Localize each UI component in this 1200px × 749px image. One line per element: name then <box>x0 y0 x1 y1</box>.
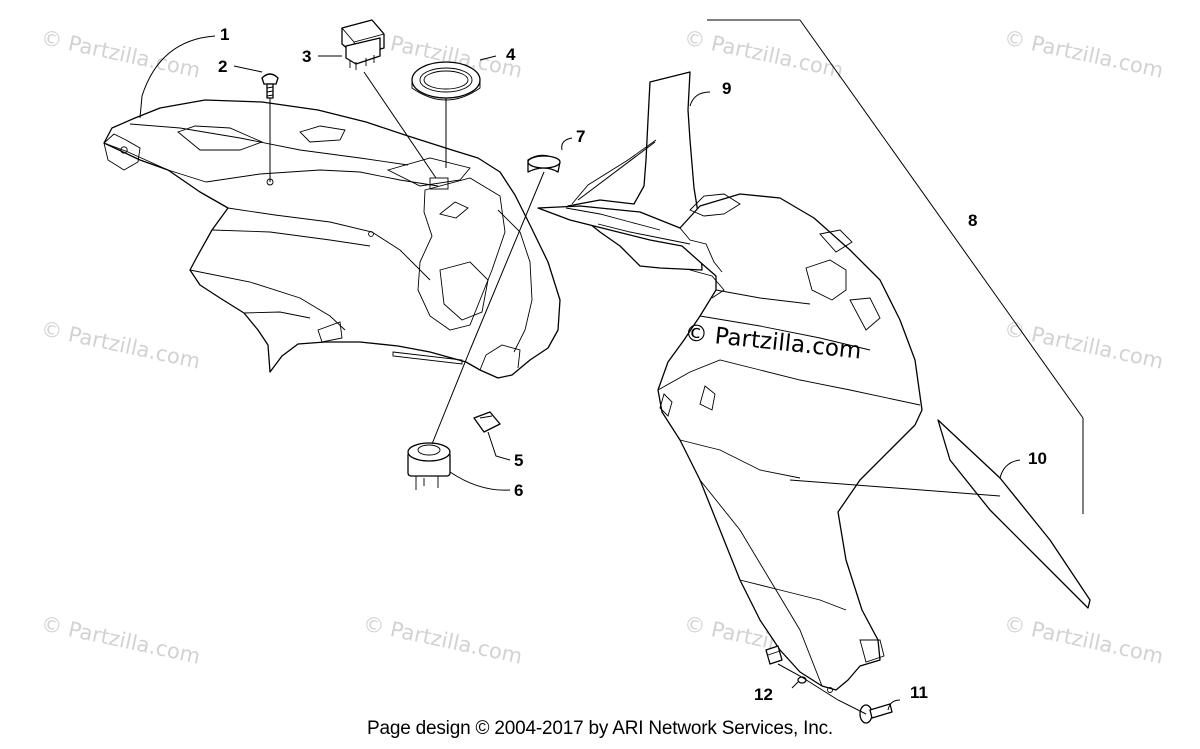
watermark: © Partzilla.com <box>682 25 846 82</box>
callout-9[interactable]: 9 <box>722 79 731 98</box>
trim-strip-part-10[interactable] <box>937 419 1091 609</box>
callout-2[interactable]: 2 <box>218 57 227 76</box>
callout-6[interactable]: 6 <box>514 481 523 500</box>
callout-10[interactable]: 10 <box>1028 449 1047 468</box>
watermark: © Partzilla.com <box>39 316 203 373</box>
bezel-ring-part-4[interactable] <box>411 61 481 101</box>
callout-11[interactable]: 11 <box>910 683 928 702</box>
leader-lines <box>139 19 1084 715</box>
callout-7[interactable]: 7 <box>576 127 585 146</box>
watermark: © Partzilla.com <box>1002 611 1166 668</box>
callout-1[interactable]: 1 <box>220 25 229 44</box>
callout-12[interactable]: 12 <box>754 685 773 704</box>
clip-part-5[interactable] <box>473 411 501 433</box>
callout-8[interactable]: 8 <box>968 211 977 230</box>
side-body-panel-part-8[interactable] <box>537 193 923 693</box>
watermark: © Partzilla.com <box>39 611 203 668</box>
rocker-switch-part-3[interactable] <box>341 19 385 70</box>
ignition-switch-part-6[interactable] <box>407 442 451 490</box>
callout-3[interactable]: 3 <box>302 47 311 66</box>
footer-copyright: Page design © 2004-2017 by ARI Network S… <box>367 718 833 739</box>
watermark: © Partzilla.com <box>1002 316 1166 373</box>
watermark: © Partzilla.com <box>1002 25 1166 82</box>
callout-5[interactable]: 5 <box>514 451 523 470</box>
watermark: © Partzilla.com <box>39 25 203 82</box>
clip-nut-part-12[interactable] <box>765 645 807 684</box>
watermark: © Partzilla.com <box>361 611 525 668</box>
callout-4[interactable]: 4 <box>506 45 516 64</box>
grommet-part-7[interactable] <box>527 154 561 173</box>
dash-panel-part-1[interactable] <box>103 99 561 379</box>
screw-part-2[interactable] <box>261 73 279 99</box>
callout-labels: 1 2 3 4 5 6 7 8 9 10 11 12 <box>218 25 1047 704</box>
